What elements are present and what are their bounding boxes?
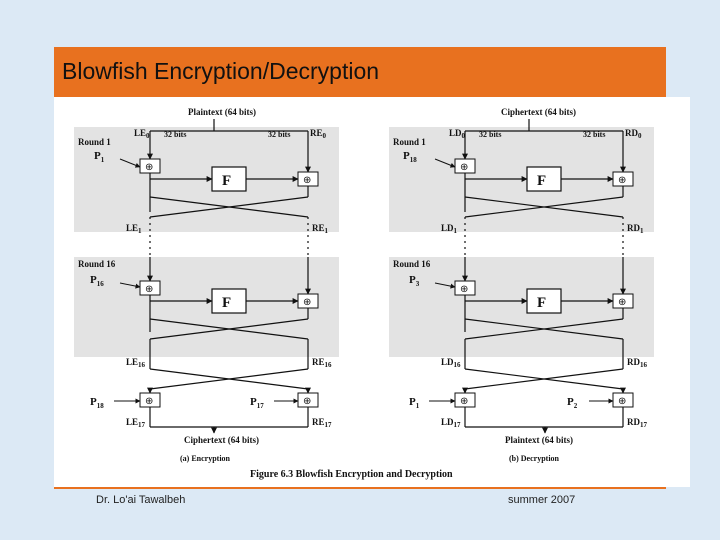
enc-r16-label: RE16 <box>312 357 332 369</box>
svg-text:⊕: ⊕ <box>145 396 153 407</box>
title-bar: Blowfish Encryption/Decryption <box>54 47 666 97</box>
dec-l1-label: LD1 <box>441 223 458 235</box>
dec-bits-left: 32 bits <box>479 130 501 139</box>
dec-p1-label: P1 <box>409 396 420 410</box>
slide-title: Blowfish Encryption/Decryption <box>62 58 380 84</box>
enc-l17-label: LE17 <box>126 417 146 429</box>
enc-l16-label: LE16 <box>126 357 146 369</box>
dec-l0-label: LD0 <box>449 128 466 140</box>
svg-text:⊕: ⊕ <box>460 162 468 173</box>
dec-r17-label: RD17 <box>627 417 648 429</box>
enc-p16-label: P16 <box>90 274 104 288</box>
footer-rule <box>54 487 666 489</box>
dec-round1-label: Round 1 <box>393 137 426 147</box>
enc-r17-label: RE17 <box>312 417 332 429</box>
svg-text:F: F <box>222 173 231 189</box>
svg-text:⊕: ⊕ <box>618 175 626 186</box>
dec-p2-label: P2 <box>567 396 578 410</box>
enc-round16-shade <box>74 257 339 357</box>
dec-f-box-r16 <box>526 288 562 314</box>
svg-text:F: F <box>537 173 546 189</box>
decryption-panel: Ciphertext (64 bits) Round 1 LD0 32 bits… <box>389 107 654 463</box>
enc-round1-label: Round 1 <box>78 137 111 147</box>
blowfish-diagram: Plaintext (64 bits) Round 1 LE0 32 bits … <box>74 107 654 480</box>
svg-text:⊕: ⊕ <box>618 396 626 407</box>
footer-author: Dr. Lo'ai Tawalbeh <box>96 494 186 506</box>
enc-r1-label: RE1 <box>312 223 329 235</box>
svg-text:⊕: ⊕ <box>460 284 468 295</box>
enc-input-label: Plaintext (64 bits) <box>188 107 256 117</box>
enc-p1-label: P1 <box>94 150 105 164</box>
enc-l0-label: LE0 <box>134 128 150 140</box>
svg-text:⊕: ⊕ <box>303 396 311 407</box>
svg-text:⊕: ⊕ <box>145 162 153 173</box>
enc-p17-label: P17 <box>250 396 264 410</box>
svg-text:⊕: ⊕ <box>145 284 153 295</box>
dec-output-label: Plaintext (64 bits) <box>505 435 573 445</box>
dec-r16-label: RD16 <box>627 357 648 369</box>
dec-l17-label: LD17 <box>441 417 461 429</box>
enc-output-label: Ciphertext (64 bits) <box>184 435 259 445</box>
enc-round16-label: Round 16 <box>78 259 116 269</box>
dec-bits-right: 32 bits <box>583 130 605 139</box>
enc-bits-left: 32 bits <box>164 130 186 139</box>
svg-text:⊕: ⊕ <box>618 297 626 308</box>
enc-sublabel: (a) Encryption <box>180 454 231 463</box>
dec-input-label: Ciphertext (64 bits) <box>501 107 576 117</box>
dec-l16-label: LD16 <box>441 357 461 369</box>
svg-text:⊕: ⊕ <box>303 175 311 186</box>
dec-p3-label: P3 <box>409 274 420 288</box>
svg-text:⊕: ⊕ <box>460 396 468 407</box>
footer-date: summer 2007 <box>508 494 576 506</box>
svg-text:⊕: ⊕ <box>303 297 311 308</box>
dec-round16-label: Round 16 <box>393 259 431 269</box>
enc-l1-label: LE1 <box>126 223 142 235</box>
dec-sublabel: (b) Decryption <box>509 454 560 463</box>
encryption-panel: Plaintext (64 bits) Round 1 LE0 32 bits … <box>74 107 339 463</box>
dec-p18-label: P18 <box>403 150 417 164</box>
enc-bits-right: 32 bits <box>268 130 290 139</box>
enc-r0-label: RE0 <box>310 128 327 140</box>
figure-caption: Figure 6.3 Blowfish Encryption and Decry… <box>250 469 453 480</box>
blowfish-figure: Plaintext (64 bits) Round 1 LE0 32 bits … <box>54 97 690 487</box>
dec-round16-shade <box>389 257 654 357</box>
enc-f-box-r1 <box>211 166 247 192</box>
svg-text:F: F <box>222 295 231 311</box>
svg-text:F: F <box>537 295 546 311</box>
enc-p18-label: P18 <box>90 396 104 410</box>
dec-r1-label: RD1 <box>627 223 644 235</box>
dec-r0-label: RD0 <box>625 128 642 140</box>
